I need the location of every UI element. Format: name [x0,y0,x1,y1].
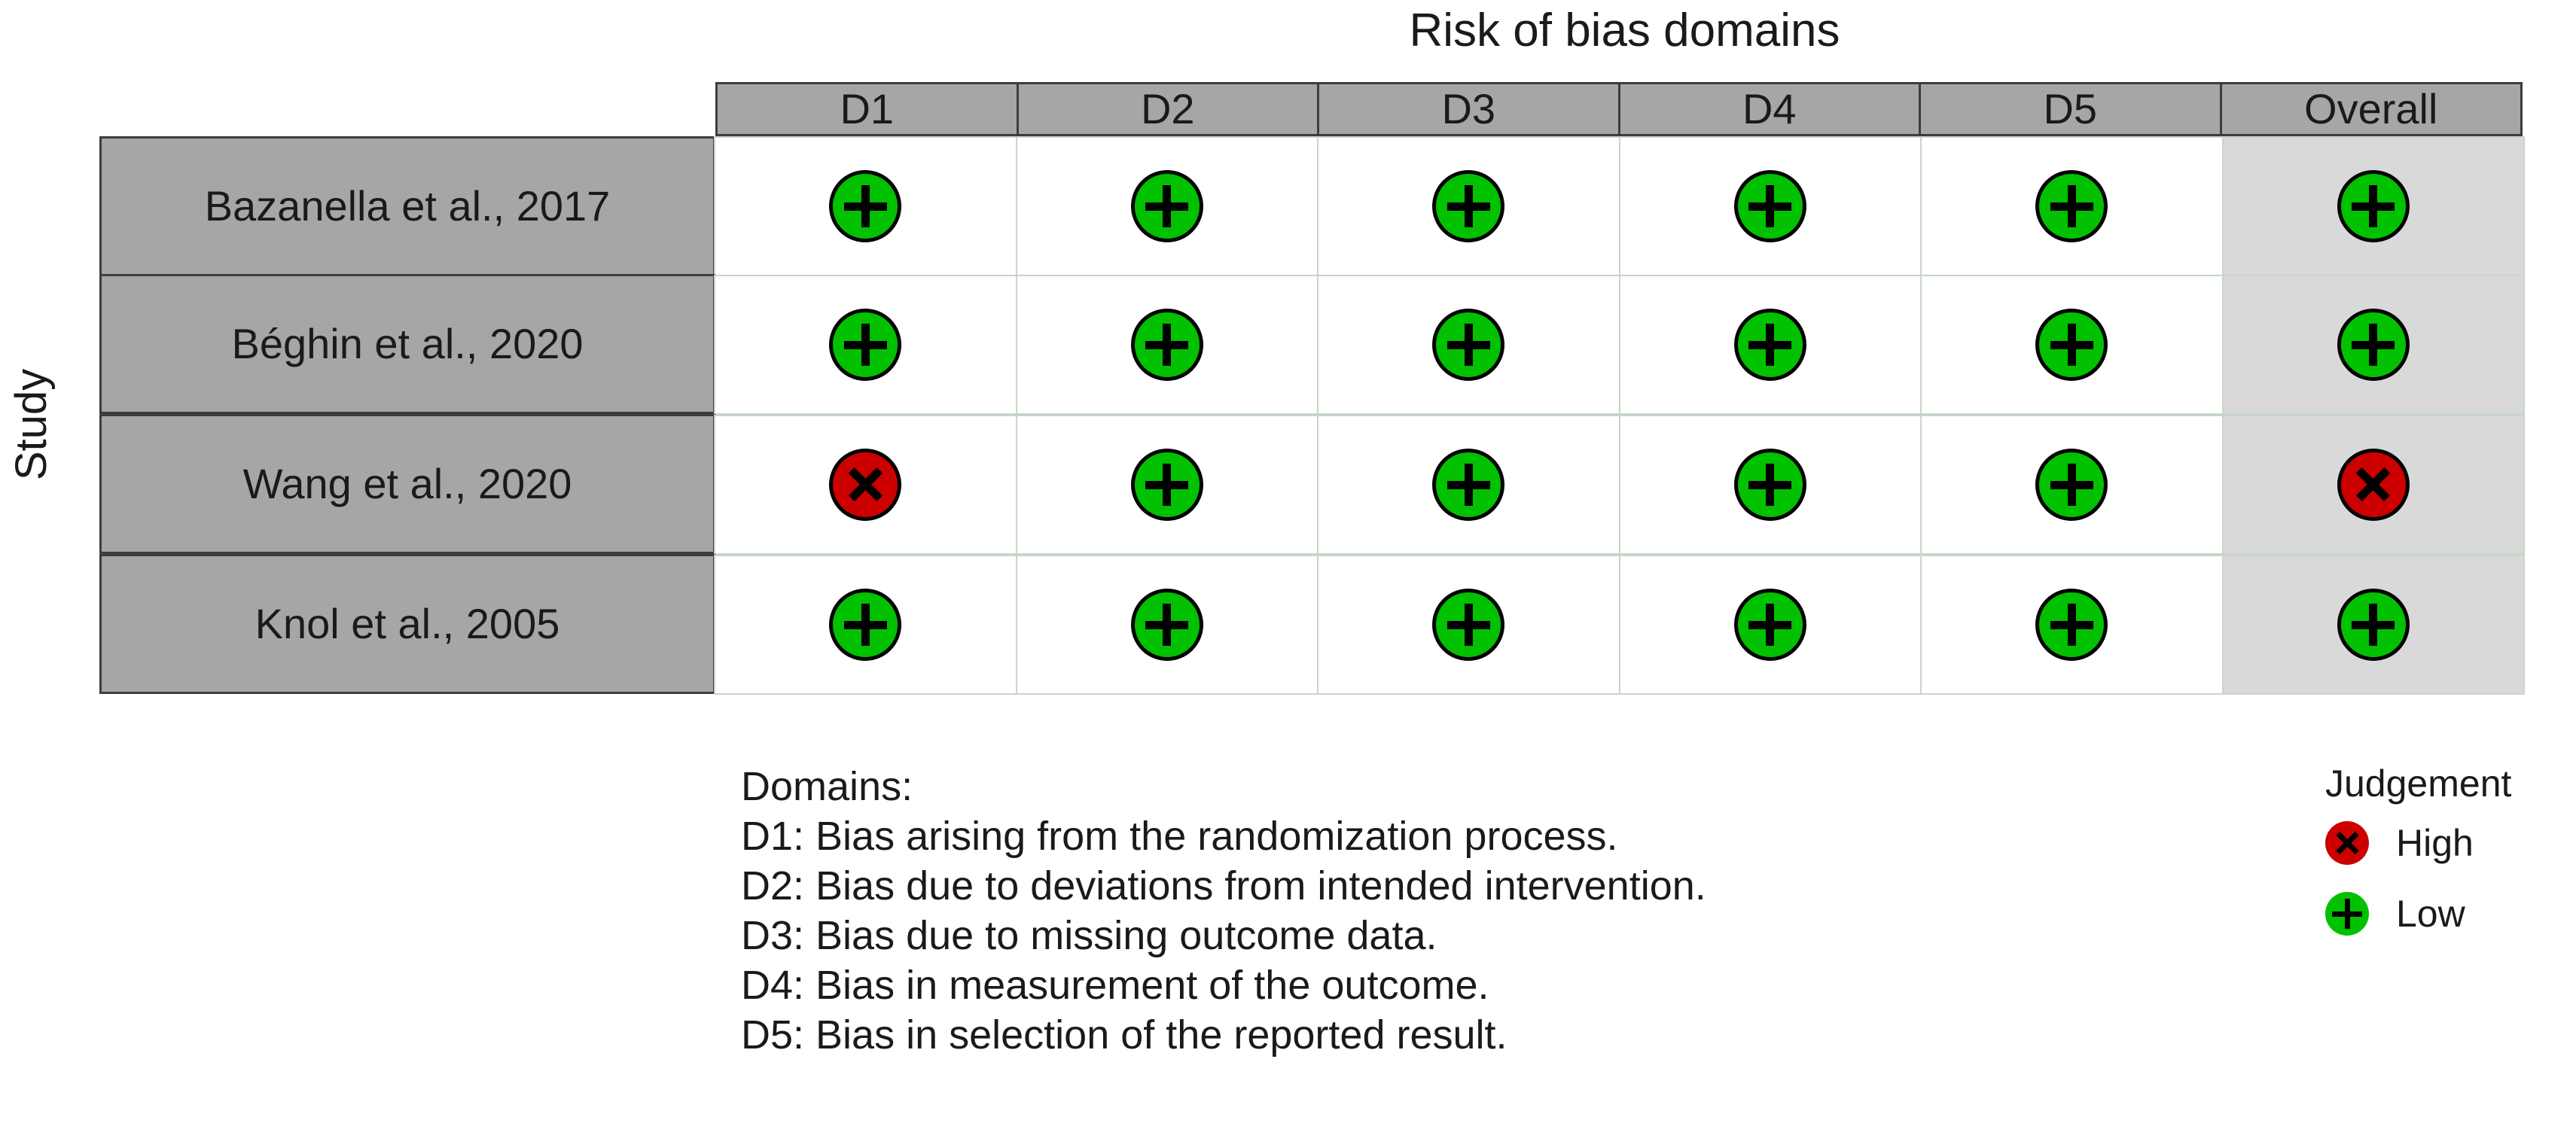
column-header-overall: Overall [2219,82,2523,136]
plus-icon [1432,170,1505,242]
table-row: Béghin et al., 2020 [99,274,2525,416]
judgement-cell-d2 [1015,415,1318,555]
judgement-cell-d5 [1920,415,2224,555]
judgement-cell-d1 [714,415,1017,555]
judgement-cell-d5 [1920,555,2224,695]
table-row: Bazanella et al., 2017 [99,136,2525,276]
cross-icon [2337,449,2410,521]
judgement-cell-d1 [714,555,1017,695]
legend-label-low: Low [2396,893,2465,935]
column-header-d2: D2 [1016,82,1319,136]
plus-icon [1733,170,1806,242]
judgement-cell-d3 [1317,275,1620,415]
judgement-cell-d3 [1317,555,1620,695]
domains-caption: Domains: D1: Bias arising from the rando… [741,762,1706,1060]
study-label: Bazanella et al., 2017 [99,136,715,276]
plus-icon [829,589,902,661]
plus-icon [1432,309,1505,381]
plus-icon [1130,449,1203,521]
judgement-cell-overall [2221,415,2525,555]
judgement-legend-title: Judgement [2325,762,2512,805]
plus-icon [1733,449,1806,521]
judgement-cell-d4 [1618,415,1922,555]
domains-caption-line-d4: D4: Bias in measurement of the outcome. [741,963,1489,1008]
judgement-cell-d1 [714,136,1017,276]
judgement-cell-overall [2221,555,2525,695]
column-header-d4: D4 [1617,82,1921,136]
judgement-cell-d2 [1015,275,1318,415]
domains-caption-heading: Domains: [741,764,913,809]
judgement-cell-d2 [1015,555,1318,695]
plus-icon [829,309,902,381]
judgement-cell-d4 [1618,555,1922,695]
plus-icon [1432,589,1505,661]
judgement-legend: Judgement High Low [2304,762,2576,947]
plus-icon [1130,170,1203,242]
judgement-cell-d3 [1317,136,1620,276]
plus-icon [1130,589,1203,661]
judgement-cell-d2 [1015,136,1318,276]
table-body: Bazanella et al., 2017 Béghin et al., 20 [99,136,2525,696]
plus-icon [1432,449,1505,521]
plus-icon [2035,589,2108,661]
column-header-d3: D3 [1317,82,1620,136]
plus-icon [2035,170,2108,242]
risk-of-bias-table: D1 D2 D3 D4 D5 Overall Bazanella et al.,… [99,82,2525,696]
cross-icon [829,449,902,521]
domains-caption-line-d2: D2: Bias due to deviations from intended… [741,863,1706,908]
domains-caption-line-d1: D1: Bias arising from the randomization … [741,814,1618,859]
study-label: Béghin et al., 2020 [99,274,715,414]
judgement-cell-d5 [1920,275,2224,415]
plus-icon [2337,170,2410,242]
column-header-d5: D5 [1919,82,2222,136]
plus-icon [2337,309,2410,381]
table-row: Knol et al., 2005 [99,554,2525,696]
page-title: Risk of bias domains [1409,5,1840,56]
table-row: Wang et al., 2020 [99,414,2525,556]
domains-caption-line-d5: D5: Bias in selection of the reported re… [741,1012,1507,1058]
plus-icon [1130,309,1203,381]
legend-label-high: High [2396,822,2474,864]
plus-icon [2325,892,2369,936]
plus-icon [829,170,902,242]
judgement-cell-d3 [1317,415,1620,555]
study-label: Wang et al., 2020 [99,414,715,554]
study-label: Knol et al., 2005 [99,554,715,694]
plus-icon [2035,449,2108,521]
legend-item-low: Low [2304,881,2576,947]
plus-icon [2337,589,2410,661]
table-header-row: D1 D2 D3 D4 D5 Overall [715,82,2525,136]
judgement-cell-overall [2221,136,2525,276]
judgement-cell-d1 [714,275,1017,415]
domains-caption-line-d3: D3: Bias due to missing outcome data. [741,913,1437,958]
plus-icon [1733,309,1806,381]
plus-icon [2035,309,2108,381]
judgement-cell-d4 [1618,275,1922,415]
cross-icon [2325,821,2369,865]
judgement-cell-d5 [1920,136,2224,276]
judgement-cell-overall [2221,275,2525,415]
judgement-cell-d4 [1618,136,1922,276]
y-axis-label: Study [7,368,56,481]
column-header-d1: D1 [715,82,1019,136]
plus-icon [1733,589,1806,661]
legend-item-high: High [2304,810,2576,876]
